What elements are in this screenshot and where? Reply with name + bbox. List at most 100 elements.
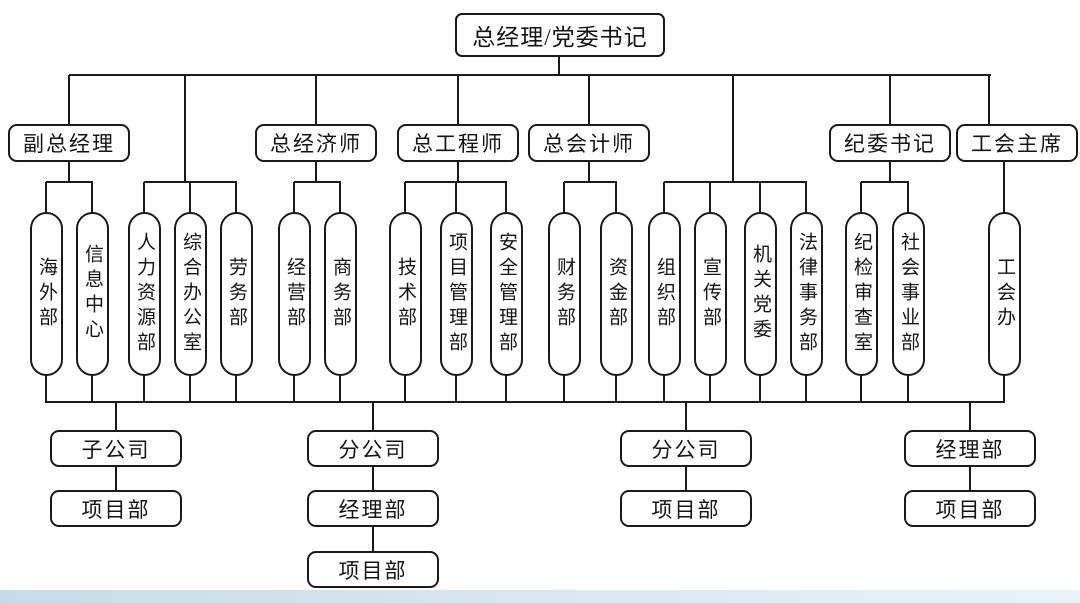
org-node-safety-mgmt: 安全管理部	[490, 212, 523, 376]
org-node-finance: 财务部	[548, 212, 581, 376]
connector-line	[372, 466, 374, 491]
connector-line	[907, 375, 909, 403]
connector-line	[907, 182, 909, 213]
connector-line	[860, 375, 862, 403]
org-node-label: 安全管理部	[496, 231, 517, 357]
connector-line	[46, 401, 1005, 403]
connector-line	[685, 402, 687, 431]
connector-line	[805, 182, 807, 213]
org-node-label: 子公司	[81, 437, 151, 462]
org-node-chief-accountant: 总会计师	[528, 124, 650, 162]
org-node-label: 资金部	[606, 256, 627, 332]
org-node-funds: 资金部	[600, 212, 633, 376]
org-node-hr: 人力资源部	[128, 212, 161, 376]
connector-line	[372, 526, 374, 552]
org-node-party-committee: 机关党委	[744, 212, 777, 376]
org-node-publicity: 宣传部	[694, 212, 727, 376]
connector-line	[69, 74, 991, 76]
connector-line	[505, 375, 507, 403]
connector-line	[588, 75, 590, 125]
org-node-union-office: 工会办	[988, 212, 1021, 376]
org-node-label: 纪检审查室	[851, 231, 872, 357]
connector-line	[615, 182, 617, 213]
org-node-label: 经理部	[338, 497, 408, 522]
connector-line	[563, 182, 565, 213]
connector-line	[709, 182, 711, 213]
org-node-label: 宣传部	[700, 256, 721, 332]
connector-line	[46, 181, 93, 183]
org-node-vice-gm: 副总经理	[8, 124, 130, 162]
connector-line	[68, 161, 70, 183]
org-node-project-d: 项目部	[904, 490, 1036, 527]
org-node-chief-engineer: 总工程师	[397, 124, 519, 162]
connector-line	[294, 181, 341, 183]
connector-line	[709, 375, 711, 403]
org-node-manager1: 经理部	[307, 490, 439, 527]
org-node-label: 劳务部	[226, 256, 247, 332]
org-node-overseas: 海外部	[30, 212, 63, 376]
org-node-legal: 法律事务部	[790, 212, 823, 376]
org-node-operations: 经营部	[278, 212, 311, 376]
org-node-label: 分公司	[651, 437, 721, 462]
org-node-project-a: 项目部	[50, 490, 182, 527]
connector-line	[143, 375, 145, 403]
org-node-label: 人力资源部	[134, 231, 155, 357]
connector-line	[235, 182, 237, 213]
org-node-label: 工会办	[994, 256, 1015, 332]
org-node-organization: 组织部	[648, 212, 681, 376]
org-node-label: 总经理/党委书记	[472, 25, 648, 50]
org-node-label: 工会主席	[971, 132, 1063, 156]
connector-line	[404, 182, 406, 213]
connector-line	[759, 182, 761, 213]
org-node-branch1: 分公司	[307, 430, 439, 467]
org-node-subsidiary: 子公司	[50, 430, 182, 467]
connector-line	[759, 375, 761, 403]
connector-line	[889, 161, 891, 183]
org-node-social-affairs: 社会事业部	[892, 212, 925, 376]
org-node-discipline-secretary: 纪委书记	[829, 124, 951, 162]
connector-line	[457, 161, 459, 183]
org-node-label: 海外部	[36, 256, 57, 332]
connector-line	[664, 181, 807, 183]
org-node-project-c: 项目部	[620, 490, 752, 527]
connector-line	[588, 161, 590, 183]
org-node-label: 信息中心	[82, 244, 103, 344]
connector-line	[339, 182, 341, 213]
org-node-label: 副总经理	[23, 132, 115, 156]
org-node-manager2: 经理部	[904, 430, 1036, 467]
org-node-commerce: 商务部	[324, 212, 357, 376]
connector-line	[969, 466, 971, 491]
org-node-label: 项目部	[338, 558, 408, 583]
org-node-label: 经营部	[284, 256, 305, 332]
connector-line	[861, 181, 909, 183]
org-node-info-center: 信息中心	[76, 212, 109, 376]
org-node-label: 综合办公室	[180, 231, 201, 357]
connector-line	[860, 182, 862, 213]
connector-line	[505, 182, 507, 213]
org-node-labor: 劳务部	[220, 212, 253, 376]
connector-line	[45, 375, 47, 403]
connector-line	[404, 375, 406, 403]
org-node-label: 总工程师	[412, 132, 504, 156]
connector-line	[91, 182, 93, 213]
connector-line	[235, 375, 237, 403]
connector-line	[293, 182, 295, 213]
connector-line	[805, 375, 807, 403]
org-node-label: 项目部	[935, 497, 1005, 522]
org-node-technology: 技术部	[389, 212, 422, 376]
org-node-label: 财务部	[554, 256, 575, 332]
connector-line	[663, 182, 665, 213]
org-node-label: 项目部	[81, 497, 151, 522]
org-node-label: 机关党委	[750, 244, 771, 344]
connector-line	[457, 75, 459, 125]
connector-line	[558, 57, 560, 75]
connector-line	[184, 75, 186, 183]
org-node-branch2: 分公司	[620, 430, 752, 467]
org-node-root: 总经理/党委书记	[455, 13, 665, 57]
connector-line	[663, 375, 665, 403]
org-node-project-b: 项目部	[307, 551, 439, 588]
connector-line	[372, 402, 374, 431]
bottom-accent-strip	[0, 590, 1080, 603]
connector-line	[143, 182, 145, 213]
org-node-label: 总会计师	[543, 132, 635, 156]
